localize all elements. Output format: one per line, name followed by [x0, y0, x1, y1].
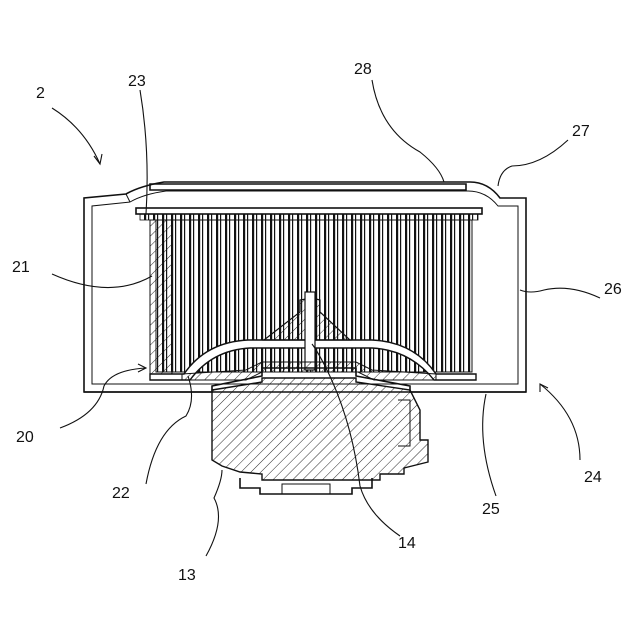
label-2: 2: [36, 85, 45, 102]
leader-27: [498, 140, 568, 186]
motor: [212, 378, 428, 494]
leader-13: [206, 470, 222, 556]
leader-20: [60, 368, 146, 428]
leader-2: [52, 108, 100, 164]
label-26: 26: [604, 281, 622, 298]
label-22: 22: [112, 485, 130, 502]
leader-24: [540, 384, 580, 460]
label-27: 27: [572, 123, 590, 140]
label-28: 28: [354, 61, 372, 78]
label-14: 14: [398, 535, 416, 552]
leader-25: [483, 394, 496, 496]
label-23: 23: [128, 73, 146, 90]
label-13: 13: [178, 567, 196, 584]
leader-21: [52, 274, 152, 288]
leader-28: [372, 80, 444, 182]
label-25: 25: [482, 501, 500, 518]
top-cover: [150, 184, 466, 190]
label-21: 21: [12, 259, 30, 276]
label-20: 20: [16, 429, 34, 446]
leader-26: [520, 288, 600, 298]
motor-shaft: [305, 292, 315, 370]
label-24: 24: [584, 469, 602, 486]
